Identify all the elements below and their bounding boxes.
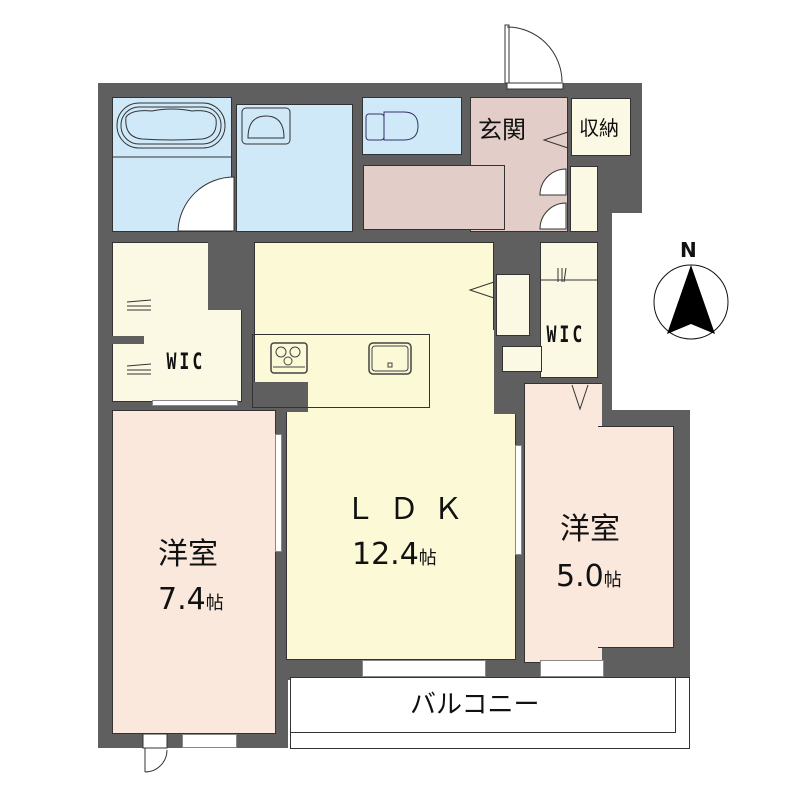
entrance-label: 玄関 (478, 116, 526, 144)
exterior-door-icon[interactable] (142, 733, 173, 774)
wic-left-lower (112, 310, 242, 402)
ldk-main (286, 408, 516, 660)
balcony-label: バルコニー (410, 690, 540, 720)
wic-left-door[interactable] (152, 400, 238, 406)
western-room-right-size-value: 5.0 (556, 559, 604, 594)
western-room-right (524, 383, 602, 663)
corridor (363, 165, 505, 230)
window-bedroom-balcony[interactable] (540, 660, 604, 677)
bathtub-icon (112, 102, 232, 158)
western-room-right-ext (598, 426, 674, 648)
wic-left-label: WIC (166, 350, 206, 375)
window-ldk-balcony[interactable] (362, 660, 486, 677)
balcony-rail (675, 677, 676, 733)
western-room-left-size-unit: 帖 (205, 593, 224, 614)
ldk-label: ＬＤＫ (345, 492, 477, 527)
western-room-left (112, 410, 276, 734)
stove-icon (270, 342, 308, 374)
western-room-left-size-value: 7.4 (158, 582, 206, 617)
wic-right (540, 242, 598, 378)
outer-wall (600, 200, 612, 410)
ldk-size: 12.4帖 (352, 540, 437, 570)
sink-icon (368, 342, 412, 375)
kitchen-counter (252, 334, 430, 408)
hanger-rail-icon (540, 267, 598, 283)
window-left-bedroom[interactable] (182, 734, 237, 748)
sliding-door-left-bedroom[interactable] (275, 434, 282, 552)
door-arrow-icon (571, 384, 589, 411)
western-room-left-label: 洋室 (158, 537, 218, 572)
north-arrow-icon (653, 264, 729, 340)
washroom (236, 104, 353, 232)
western-room-right-fill (590, 427, 610, 647)
entry-arrow-icon (542, 131, 569, 149)
ldk-size-unit: 帖 (418, 548, 437, 569)
western-room-right-size-unit: 帖 (603, 570, 622, 591)
storage-room (571, 98, 631, 156)
ldk-fill (308, 330, 494, 414)
toilet-icon (365, 111, 419, 141)
hanger-rail-icon (126, 299, 152, 375)
western-room-left-size: 7.4帖 (158, 585, 224, 615)
sliding-door-right-bedroom[interactable] (515, 445, 522, 555)
toilet-room (362, 97, 462, 155)
closet-arrow-icon (468, 281, 495, 299)
balcony-inner-line (290, 732, 675, 733)
wic-right-shelf (502, 346, 542, 372)
compass-label: N (680, 238, 697, 262)
wic-right-label: WIC (546, 323, 586, 348)
bath-door-icon (177, 176, 235, 232)
ldk-size-value: 12.4 (352, 537, 419, 572)
balcony (290, 677, 690, 749)
western-room-right-size: 5.0帖 (556, 562, 622, 592)
entrance-door-icon[interactable] (504, 24, 565, 90)
shoe-closet-door-icon[interactable] (538, 167, 568, 231)
washbasin-icon (241, 107, 291, 145)
wic-divider (112, 336, 144, 344)
storage-label: 収納 (579, 116, 619, 140)
shoe-closet (570, 166, 598, 232)
western-room-right-label: 洋室 (560, 512, 620, 547)
ldk-closet (496, 274, 530, 336)
